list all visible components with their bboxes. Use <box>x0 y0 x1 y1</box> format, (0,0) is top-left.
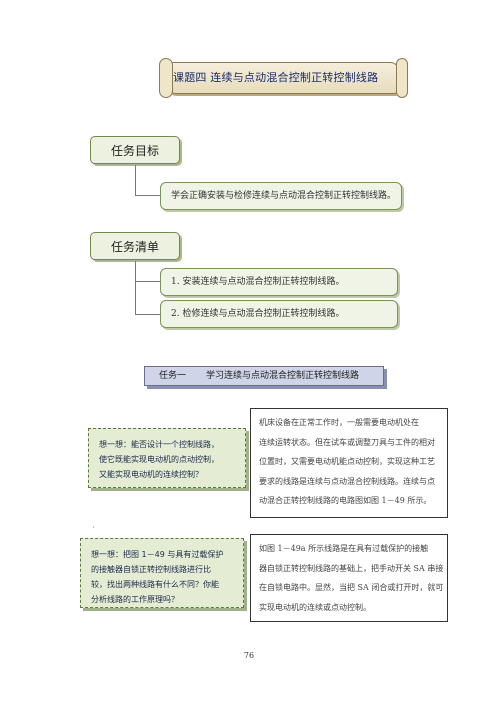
scroll-curl-left <box>159 58 173 98</box>
task-list-connector-h2 <box>135 314 161 315</box>
task-list-connector <box>135 261 136 315</box>
think1-line-3: 又能实现电动机的连续控制？ <box>99 470 203 479</box>
text1-line-1: 机床设备在正常工作时，一般需要电动机处在 <box>259 418 419 427</box>
text2-line-2: 器自锁正转控制线路的基础上，把手动开关 SA 串接 <box>259 563 444 573</box>
think-box-2: 想一想：把图 1－49 与具有过载保护 的接触器自锁正转控制线路进行比 较，找出… <box>80 538 244 608</box>
think2-line-3: 较，找出两种线路有什么不同？你能 <box>91 580 219 589</box>
task-one-label: 任务一 <box>159 371 187 381</box>
text1-line-3: 位置时，又需要电动机能点动控制，实现这种工艺 <box>259 457 435 466</box>
task-list-heading: 任务清单 <box>90 232 180 260</box>
task-list-item-1: 1. 安装连续与点动混合控制正转控制线路。 <box>160 268 398 296</box>
think2-line-4: 分析线路的工作原理吗？ <box>91 595 179 604</box>
think-box-1: 想一想：能否设计一个控制线路， 使它既能实现电动机的点动控制， 又能实现电动机的… <box>88 428 246 488</box>
think2-line-2: 的接触器自锁正转控制线路进行比 <box>91 565 211 574</box>
scroll-curl-right <box>396 58 408 98</box>
lesson-title: 课题四 连续与点动混合控制正转控制线路 <box>173 71 379 84</box>
text2-line-1: 如图 1－49a 所示线路是在具有过载保护的接触 <box>259 544 429 553</box>
task-list-item-2: 2. 检修连续与点动混合控制正转控制线路。 <box>160 300 398 328</box>
objectives-connector-h <box>135 195 161 196</box>
task-list-connector-h1 <box>135 281 161 282</box>
think2-line-1: 想一想：把图 1－49 与具有过载保护 <box>91 550 224 559</box>
objectives-item: 学会正确安装与检修连续与点动混合控制正转控制线路。 <box>160 182 402 210</box>
task-one-title: 学习连续与点动混合控制正转控制线路 <box>206 371 360 381</box>
text-box-1: 机床设备在正常工作时，一般需要电动机处在 连续运转状态。但在试车或调整刀具与工件… <box>250 408 448 518</box>
page-number: 76 <box>243 651 255 660</box>
text-box-2: 如图 1－49a 所示线路是在具有过载保护的接触 器自锁正转控制线路的基础上，把… <box>250 534 448 622</box>
text1-line-4: 要求的线路是连续与点动混合控制线路。连续与点 <box>259 476 435 486</box>
think1-line-2: 使它既能实现电动机的点动控制， <box>99 455 219 464</box>
text2-line-4: 实现电动机的连续或点动控制。 <box>259 602 371 612</box>
think1-line-1: 想一想：能否设计一个控制线路， <box>99 440 219 449</box>
objectives-heading: 任务目标 <box>90 136 180 164</box>
text1-line-2: 连续运转状态。但在试车或调整刀具与工件的相对 <box>259 437 435 447</box>
title-scroll <box>166 62 400 94</box>
stray-mark: · <box>92 523 95 532</box>
objectives-connector <box>135 165 136 195</box>
text1-line-5: 动混合正转控制线路的电路图如图 1－49 所示。 <box>259 496 432 505</box>
text2-line-3: 在自锁电路中。显然，当把 SA 闭合或打开时，就可 <box>259 583 444 592</box>
task-one-banner: 任务一 学习连续与点动混合控制正转控制线路 <box>144 366 384 386</box>
